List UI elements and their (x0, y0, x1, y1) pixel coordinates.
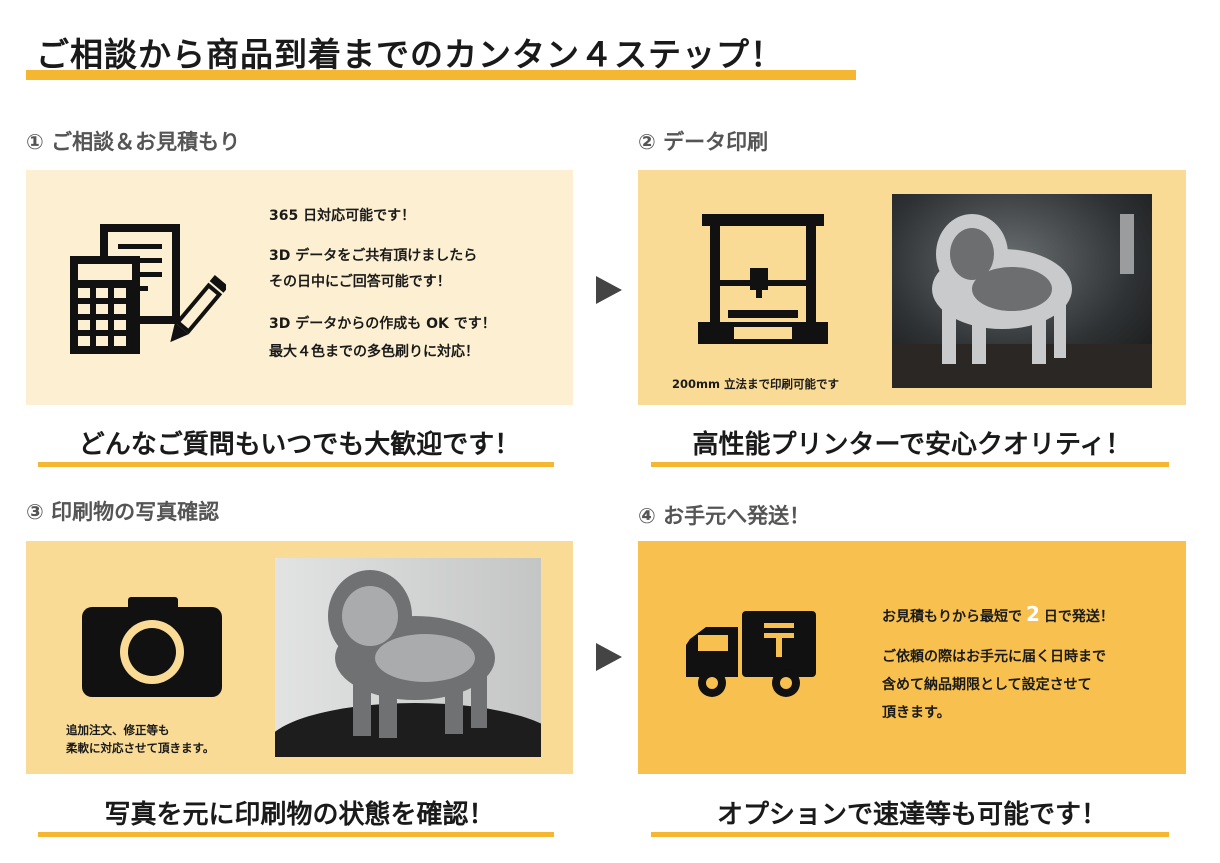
step-4-caption-underline (651, 832, 1169, 837)
title-underline (26, 70, 856, 80)
step-1-line: 最大４色までの多色刷りに対応！ (269, 344, 479, 360)
step-1-line: 3D データをご共有頂けましたら (269, 248, 478, 264)
arrow-right-icon (596, 643, 622, 671)
step-3-caption: 写真を元に印刷物の状態を確認！ (104, 800, 495, 830)
step-1-line: 365 日対応可能です！ (269, 208, 416, 224)
step-3-note: 追加注文、修正等も (66, 723, 170, 737)
camera-icon (82, 597, 222, 697)
step-4-line: 頂きます。 (882, 705, 951, 721)
step-3-title: ③ 印刷物の写真確認 (26, 500, 220, 524)
step-2-note: 200mm 立法まで印刷可能です (672, 377, 839, 391)
3d-printer-icon (698, 214, 828, 344)
arrow-right-icon (596, 276, 622, 304)
step-4-line: 含めて納品期限として設定させて (882, 677, 1092, 693)
step-4-line-text: 日で発送！ (1043, 609, 1114, 625)
step-4-title: ④ お手元へ発送！ (638, 504, 811, 528)
printed-lion-figure-photo (275, 558, 541, 757)
delivery-truck-icon (686, 611, 816, 697)
step-1-panel: 365 日対応可能です！ 3D データをご共有頂けましたら その日中にご回答可能… (26, 170, 573, 405)
step-1-title: ① ご相談＆お見積もり (26, 130, 241, 154)
step-1-line: その日中にご回答可能です！ (269, 274, 451, 290)
step-3-panel: 追加注文、修正等も 柔軟に対応させて頂きます。 (26, 541, 573, 774)
step-4-line: ご依頼の際はお手元に届く日時まで (882, 649, 1106, 665)
step-4-caption: オプションで速達等も可能です！ (716, 800, 1107, 830)
step-4-line-text: お見積もりから最短で (882, 609, 1022, 625)
step-3-note: 柔軟に対応させて頂きます。 (66, 741, 215, 755)
lion-print-in-printer-photo (892, 194, 1152, 388)
step-1-line: 3D データからの作成も OK です！ (269, 316, 496, 332)
step-2-panel: 200mm 立法まで印刷可能です (638, 170, 1186, 405)
step-2-caption-underline (651, 462, 1169, 467)
calculator-document-pencil-icon (70, 224, 226, 354)
step-2-caption: 高性能プリンターで安心クオリティ！ (692, 430, 1132, 460)
page-title: ご相談から商品到着までのカンタン４ステップ！ (36, 35, 784, 74)
min-days-number: 2 (1026, 602, 1040, 626)
step-2-title: ② データ印刷 (638, 130, 769, 154)
step-1-caption: どんなご質問もいつでも大歓迎です！ (78, 430, 521, 460)
step-3-caption-underline (38, 832, 554, 837)
step-1-caption-underline (38, 462, 554, 467)
